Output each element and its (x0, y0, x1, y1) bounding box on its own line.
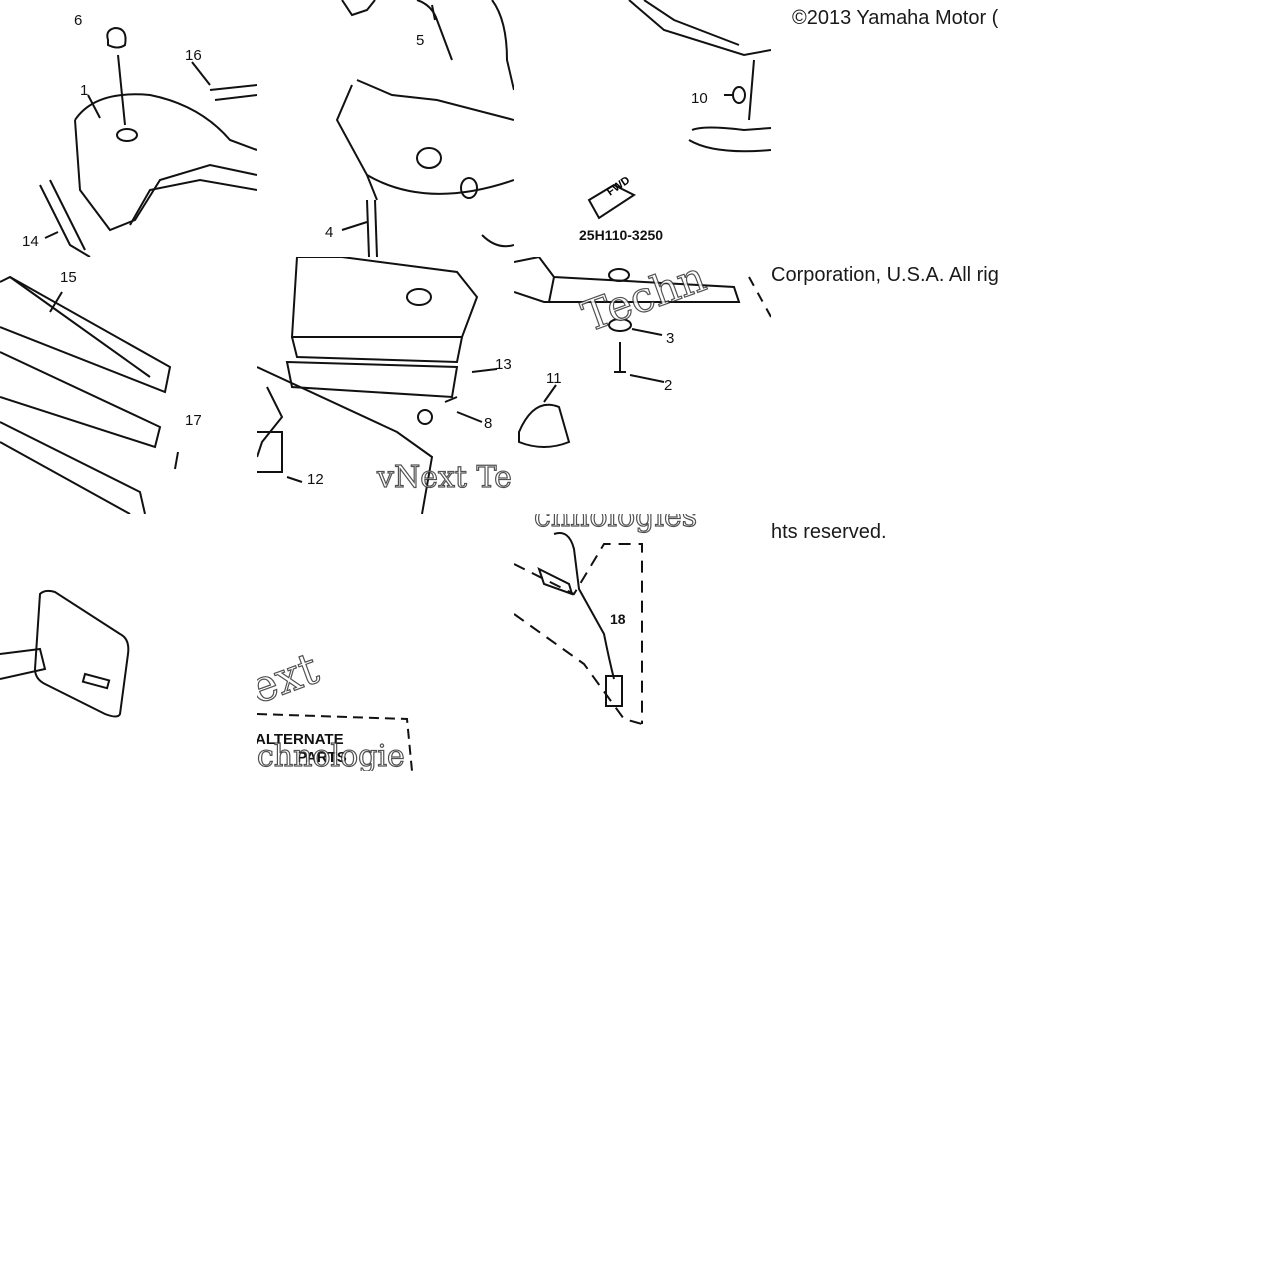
callout-18: 18 (610, 611, 626, 627)
watermark-1: vNext Te (376, 460, 512, 495)
copyright-line-1: ©2013 Yamaha Motor ( (792, 7, 999, 29)
callout-8: 8 (484, 415, 492, 432)
callout-11: 11 (546, 370, 562, 387)
fwd-label: FWD (605, 174, 632, 198)
diagram-tile-r1c1: 6 16 1 14 (0, 0, 257, 257)
callout-10: 10 (691, 90, 708, 107)
callout-16: 16 (185, 47, 202, 64)
alternate-line2: PARTS (297, 749, 347, 766)
callout-1: 1 (80, 82, 88, 99)
callout-2: 2 (664, 377, 672, 394)
watermark-2: chnologies (534, 514, 697, 534)
callout-13: 13 (495, 356, 512, 373)
diagram-tile-r2c3: 3 2 11 Techn (514, 257, 771, 514)
part-number: 25H110-3250 (579, 227, 663, 243)
copyright-line-3: hts reserved. (771, 521, 887, 543)
callout-5: 5 (416, 32, 424, 49)
callout-3: 3 (666, 330, 674, 347)
diagram-tile-r2c1: 15 17 (0, 257, 257, 514)
copyright-line-2: Corporation, U.S.A. All rig (771, 264, 999, 286)
diagram-tile-r3c1 (0, 514, 257, 771)
watermark-3: Techn (576, 257, 712, 341)
diagram-tile-r3c3: 18 chnologies (514, 514, 771, 771)
diagram-tile-r3c2: ext ALTERNATE PARTS chnologie (257, 514, 514, 771)
diagram-tile-r2c2: 7 13 8 12 vNext Te (257, 257, 514, 514)
diagram-tile-r1c3: 25H110-3250 FWD 10 (514, 0, 771, 257)
callout-14: 14 (22, 233, 39, 250)
diagram-tile-r1c2: 5 4 (257, 0, 514, 257)
callout-15: 15 (60, 269, 77, 286)
watermark-4: ext (257, 643, 325, 714)
alternate-line1: ALTERNATE (257, 731, 344, 748)
callout-4: 4 (325, 224, 333, 241)
watermark-5: chnologie (257, 739, 405, 771)
callout-6: 6 (74, 12, 82, 29)
callout-17: 17 (185, 412, 202, 429)
callout-12: 12 (307, 471, 324, 488)
